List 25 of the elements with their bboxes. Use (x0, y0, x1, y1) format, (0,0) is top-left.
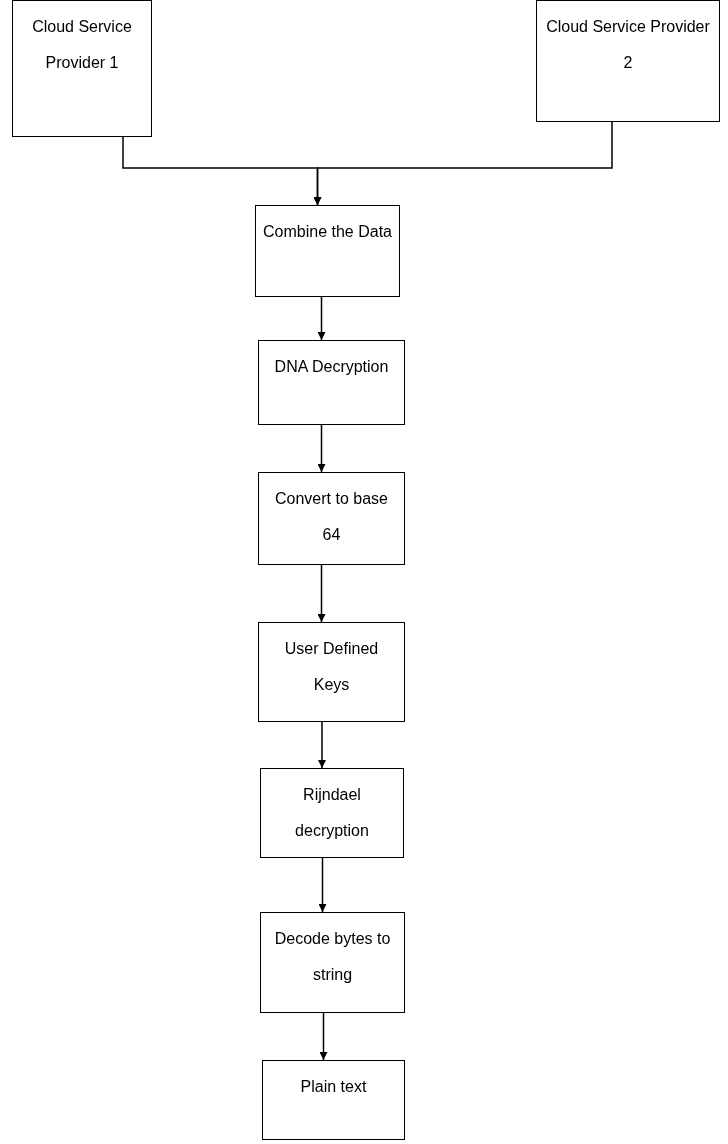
box-label: DNA Decryption (274, 357, 389, 377)
process-box (258, 622, 405, 722)
arrow (318, 857, 327, 913)
box-label: Combine the Data (263, 222, 392, 242)
box-label: Decode bytes to string (273, 929, 392, 985)
arrow (317, 424, 326, 473)
arrow (318, 721, 326, 769)
process-box (12, 0, 152, 137)
process-box (258, 472, 405, 565)
process-box (258, 340, 405, 425)
box-label: Convert to base 64 (274, 489, 389, 545)
process-box (260, 912, 405, 1013)
arrow (319, 1012, 328, 1061)
process-box (262, 1060, 405, 1140)
process-box (255, 205, 400, 297)
process-box (536, 0, 720, 122)
arrow (313, 121, 613, 206)
box-label: Cloud Service Provider 1 (31, 17, 133, 73)
box-label: Plain text (300, 1077, 367, 1097)
box-label: Rijndael decryption (294, 785, 370, 841)
process-box (260, 768, 404, 858)
arrow (317, 296, 326, 341)
arrow (317, 564, 326, 623)
box-label: User Defined Keys (283, 639, 380, 695)
box-label: Cloud Service Provider 2 (545, 17, 711, 73)
